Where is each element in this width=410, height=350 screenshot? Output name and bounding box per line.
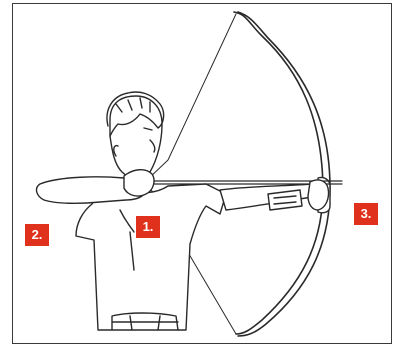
archer-arm-guard: [268, 190, 302, 210]
archer-bow-hand: [308, 180, 329, 210]
bow-limb: [234, 12, 330, 336]
archer-draw-hand: [124, 170, 154, 196]
archer-head: [107, 92, 164, 178]
archer-torso: [76, 184, 226, 330]
marker-2: 2.: [25, 224, 49, 246]
marker-1: 1.: [136, 216, 160, 238]
marker-3: 3.: [354, 203, 378, 225]
